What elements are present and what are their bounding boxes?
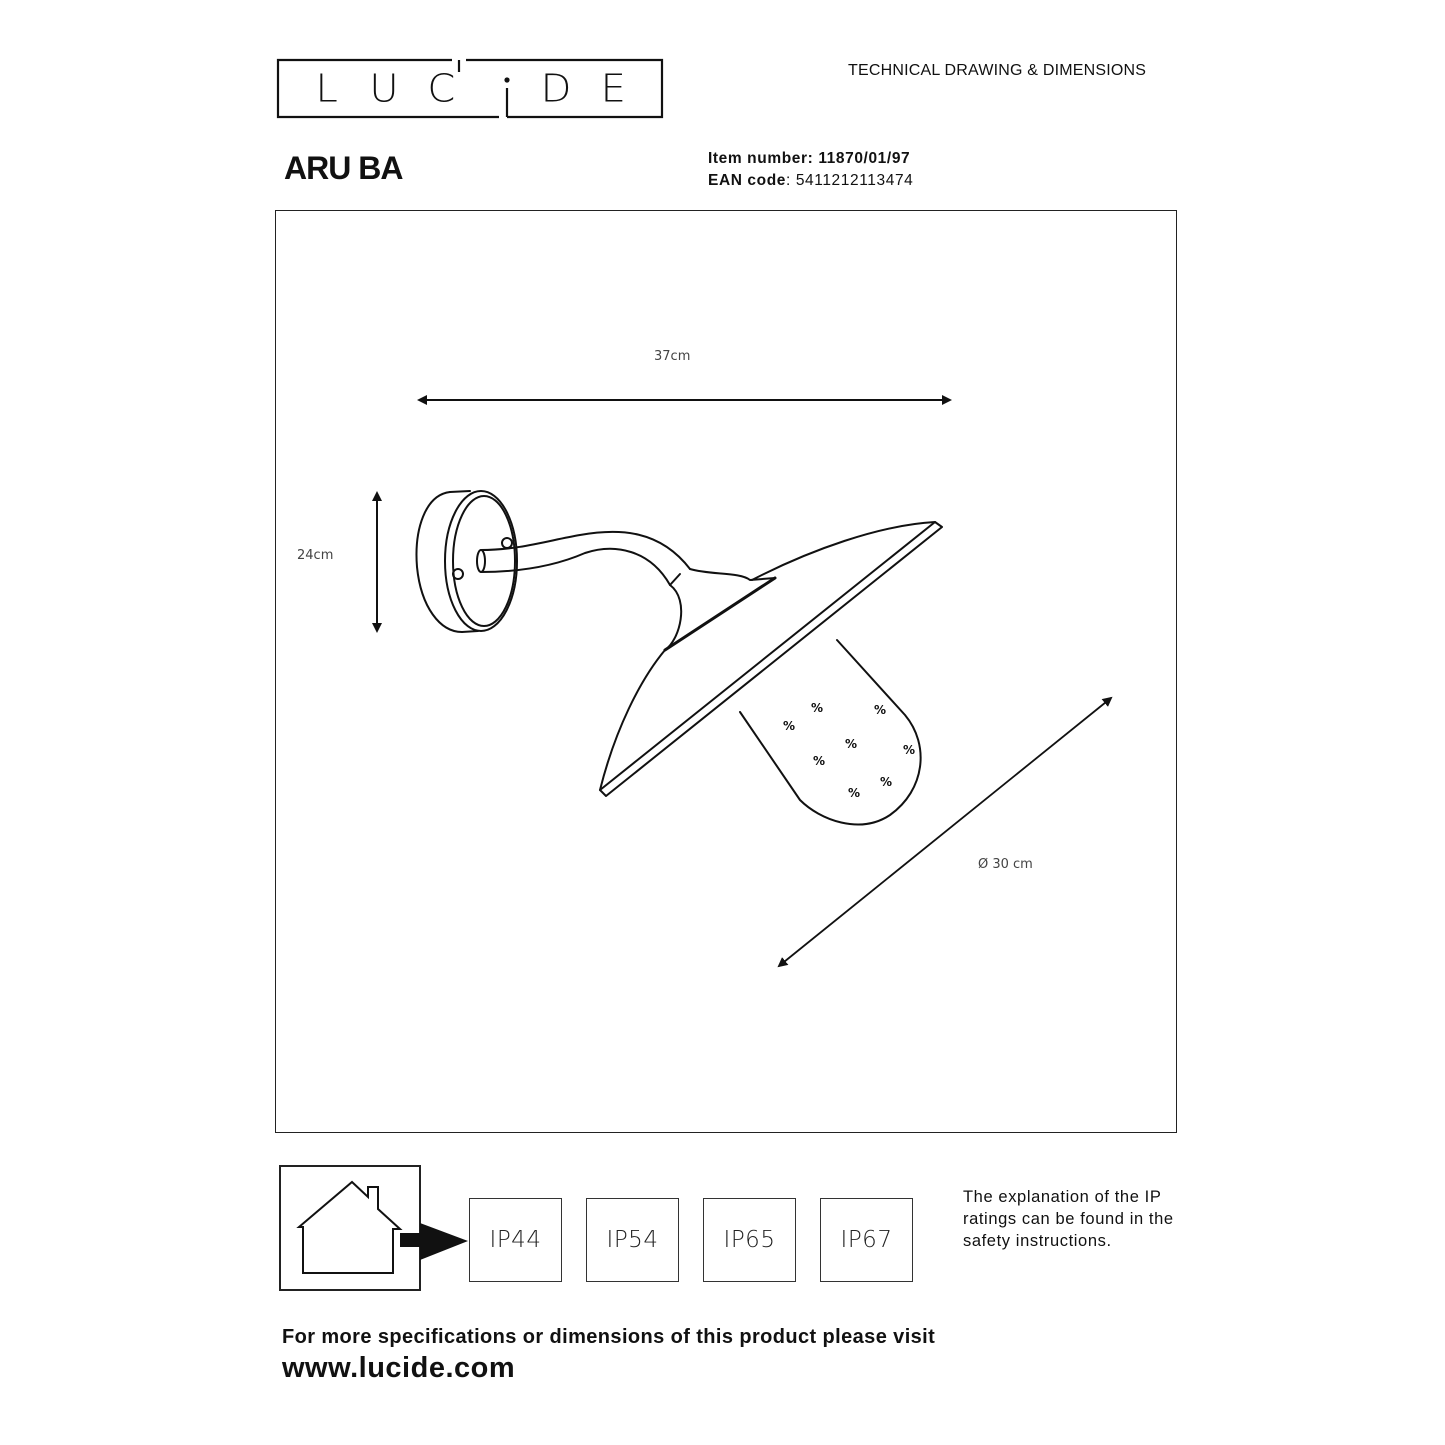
logo-letter: E: [600, 67, 626, 111]
height-dimension-label: 24cm: [297, 548, 334, 563]
product-name: ARU BA: [284, 150, 403, 186]
ip-rating-badge: IP65: [703, 1198, 796, 1282]
brand-logo-letters: L U C i D E: [276, 58, 664, 120]
svg-text:%: %: [874, 703, 886, 717]
width-dimension-label: 37cm: [654, 349, 691, 364]
svg-text:%: %: [811, 701, 823, 715]
arrow-right-icon: [400, 1223, 468, 1260]
product-identifiers: Item number: 11870/01/97 EAN code: 54112…: [708, 148, 913, 192]
svg-text:%: %: [880, 775, 892, 789]
item-number-label: Item number:: [708, 150, 814, 167]
ean-value: : 5411212113474: [786, 172, 914, 189]
diameter-dimension-arrow: [777, 696, 1113, 968]
logo-letter: L: [315, 67, 338, 111]
ean-label: EAN code: [708, 172, 787, 189]
glass-pattern: % % % % % % % %: [783, 701, 915, 800]
brand-logo: L U C i D E: [276, 58, 664, 120]
ean-row: EAN code: 5411212113474: [708, 170, 913, 192]
svg-text:%: %: [848, 786, 860, 800]
ip-rating-badge: IP54: [586, 1198, 679, 1282]
svg-text:%: %: [903, 743, 915, 757]
technical-drawing-frame: [275, 210, 1177, 1133]
document-title: TECHNICAL DRAWING & DIMENSIONS: [848, 62, 1147, 79]
svg-text:%: %: [783, 719, 795, 733]
more-info-text: For more specifications or dimensions of…: [282, 1326, 936, 1348]
svg-text:%: %: [845, 737, 857, 751]
svg-text:%: %: [813, 754, 825, 768]
website-link[interactable]: www.lucide.com: [282, 1352, 516, 1384]
logo-letter: D: [540, 67, 572, 111]
house-icon: [296, 1180, 403, 1274]
ip-rating-badge: IP44: [469, 1198, 562, 1282]
item-number-row: Item number: 11870/01/97: [708, 148, 913, 170]
ip-rating-badge: IP67: [820, 1198, 913, 1282]
item-number-value: 11870/01/97: [818, 150, 911, 167]
ip-ratings-note: The explanation of the IP ratings can be…: [963, 1188, 1174, 1250]
logo-letter: U: [369, 67, 399, 111]
logo-letter: C: [427, 67, 456, 111]
